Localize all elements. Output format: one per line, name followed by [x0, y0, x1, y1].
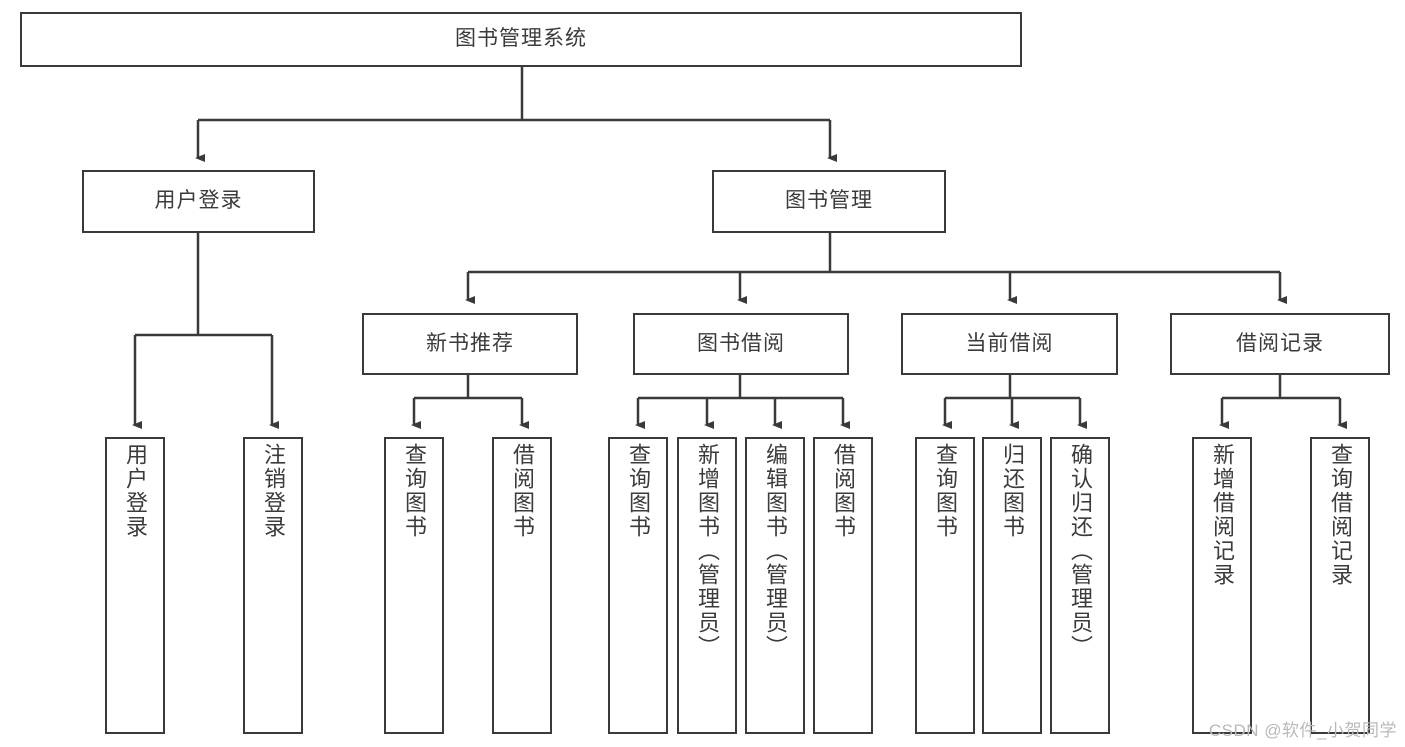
- node-label: 新书推荐: [426, 331, 514, 355]
- node-current-borrow[interactable]: 当前借阅: [901, 313, 1118, 375]
- node-label: 借阅记录: [1236, 331, 1324, 355]
- leaf-query-borrow-record[interactable]: 查询借阅记录: [1310, 437, 1370, 734]
- node-root-system[interactable]: 图书管理系统: [20, 12, 1022, 67]
- leaf-add-borrow-record[interactable]: 新增借阅记录: [1192, 437, 1252, 734]
- leaf-query-book-borrow[interactable]: 查询图书: [608, 437, 668, 734]
- node-label: 图书管理: [785, 189, 873, 213]
- leaf-label: 确认归还（管理员）: [1068, 443, 1093, 659]
- node-user-login[interactable]: 用户登录: [82, 170, 315, 233]
- leaf-add-book-admin[interactable]: 新增图书（管理员）: [677, 437, 737, 734]
- node-new-book-recommend[interactable]: 新书推荐: [362, 313, 578, 375]
- leaf-label: 查询图书: [626, 443, 651, 539]
- leaf-label: 借阅图书: [831, 443, 856, 539]
- leaf-borrow-book-recommend[interactable]: 借阅图书: [492, 437, 552, 734]
- node-book-borrow[interactable]: 图书借阅: [633, 313, 849, 375]
- leaf-confirm-return-admin[interactable]: 确认归还（管理员）: [1050, 437, 1110, 734]
- leaf-label: 查询借阅记录: [1328, 443, 1353, 587]
- node-borrow-record[interactable]: 借阅记录: [1170, 313, 1390, 375]
- leaf-edit-book-admin[interactable]: 编辑图书（管理员）: [745, 437, 805, 734]
- leaf-label: 归还图书: [1000, 443, 1025, 539]
- leaf-user-logout[interactable]: 注销登录: [243, 437, 303, 734]
- leaf-user-login[interactable]: 用户登录: [105, 437, 165, 734]
- node-label: 当前借阅: [965, 331, 1054, 355]
- leaf-label: 借阅图书: [510, 443, 535, 539]
- leaf-label: 用户登录: [123, 443, 148, 539]
- leaf-borrow-book[interactable]: 借阅图书: [813, 437, 873, 734]
- leaf-query-book-current[interactable]: 查询图书: [915, 437, 975, 734]
- leaf-label: 查询图书: [402, 443, 427, 539]
- leaf-label: 查询图书: [933, 443, 958, 539]
- node-book-management[interactable]: 图书管理: [712, 170, 946, 233]
- leaf-label: 新增图书（管理员）: [695, 443, 720, 659]
- leaf-return-book[interactable]: 归还图书: [982, 437, 1042, 734]
- node-label: 图书管理系统: [455, 27, 587, 51]
- leaf-label: 注销登录: [261, 443, 286, 539]
- leaf-query-book-recommend[interactable]: 查询图书: [384, 437, 444, 734]
- node-label: 图书借阅: [697, 331, 785, 355]
- node-label: 用户登录: [154, 189, 243, 213]
- watermark: CSDN @软件_小贺同学: [1208, 721, 1397, 740]
- leaf-label: 编辑图书（管理员）: [763, 443, 788, 659]
- leaf-label: 新增借阅记录: [1210, 443, 1235, 587]
